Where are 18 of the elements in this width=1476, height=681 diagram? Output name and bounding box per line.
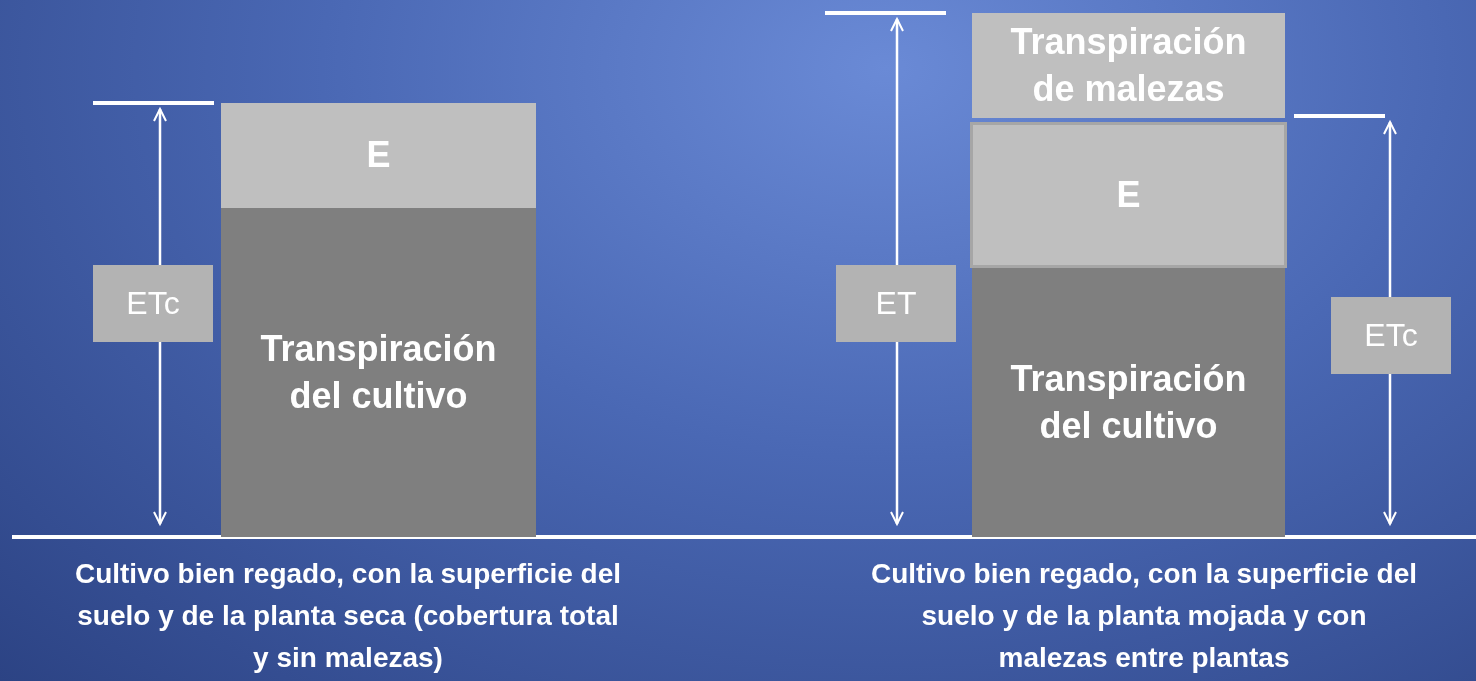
evaporation-bar bbox=[221, 103, 536, 208]
bar-text: ETc bbox=[125, 283, 181, 323]
caption: Cultivo bien regado, con la superficie del suelo y de la planta mojada y con malezas entre plantas bbox=[869, 557, 1419, 675]
weed-transpiration-bar bbox=[972, 13, 1285, 118]
value-label bbox=[93, 265, 213, 342]
caption: Cultivo bien regado, con la superficie del suelo y de la planta seca (cobertura total y sin malezas) bbox=[73, 557, 623, 675]
value-label bbox=[836, 265, 956, 342]
bar-text: Transpiración del cultivo bbox=[259, 326, 498, 418]
evaporation-bar bbox=[970, 122, 1287, 268]
bar-text: ET bbox=[874, 283, 918, 323]
crop-transpiration-bar bbox=[972, 268, 1285, 537]
value-label bbox=[1331, 297, 1451, 374]
crop-transpiration-bar bbox=[221, 208, 536, 537]
bar-text: E bbox=[1115, 172, 1142, 217]
bar-text: Transpiración del cultivo bbox=[1009, 356, 1248, 448]
bar-text: ETc bbox=[1363, 315, 1419, 355]
bar-text: Transpiración de malezas bbox=[1009, 19, 1248, 111]
bar-text: E bbox=[365, 133, 392, 178]
